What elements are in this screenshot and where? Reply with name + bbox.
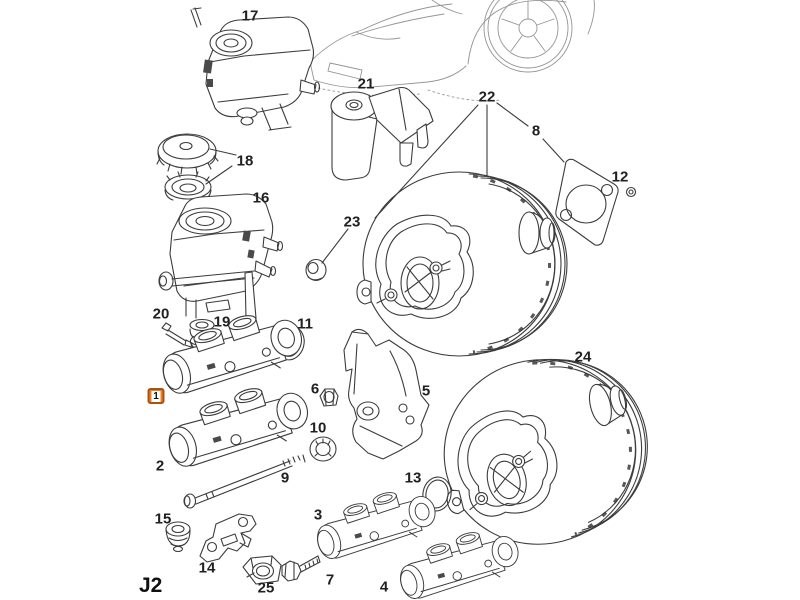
callout-1-selected[interactable]: 1 bbox=[147, 388, 165, 404]
callout-9[interactable]: 9 bbox=[280, 469, 290, 487]
page-code-label: J2 bbox=[139, 574, 163, 597]
part-grommet-23 bbox=[305, 258, 327, 282]
callout-5[interactable]: 5 bbox=[421, 382, 431, 400]
callout-19[interactable]: 19 bbox=[213, 313, 231, 331]
part-fluid-reservoir-16 bbox=[158, 193, 284, 329]
part-mounting-bracket-5 bbox=[343, 328, 430, 460]
part-boot-19 bbox=[189, 318, 216, 353]
callout-14[interactable]: 14 bbox=[198, 559, 216, 577]
part-pin-20 bbox=[161, 322, 197, 349]
part-brake-booster-22 bbox=[355, 170, 569, 358]
callout-16[interactable]: 16 bbox=[252, 189, 270, 207]
part-bracket-21 bbox=[330, 86, 434, 181]
part-gasket-8 bbox=[555, 158, 619, 246]
part-bracket-plate-14 bbox=[199, 513, 257, 563]
callout-22[interactable]: 22 bbox=[478, 88, 496, 106]
part-bolt-9 bbox=[183, 454, 306, 509]
callout-25[interactable]: 25 bbox=[257, 579, 275, 597]
callout-24[interactable]: 24 bbox=[574, 348, 592, 366]
car-front-sketch bbox=[309, 0, 595, 102]
callout-8[interactable]: 8 bbox=[531, 122, 541, 140]
part-master-cylinder-3 bbox=[309, 480, 442, 565]
callout-10[interactable]: 10 bbox=[309, 419, 327, 437]
callout-23[interactable]: 23 bbox=[343, 213, 361, 231]
part-fluid-reservoir-17 bbox=[190, 7, 321, 131]
part-nut-25 bbox=[242, 555, 282, 585]
part-grommet-15 bbox=[165, 521, 191, 553]
callout-7[interactable]: 7 bbox=[325, 571, 335, 589]
part-reservoir-cap-18 bbox=[156, 133, 219, 175]
callout-13[interactable]: 13 bbox=[404, 469, 422, 487]
callout-18[interactable]: 18 bbox=[236, 152, 254, 170]
callout-17[interactable]: 17 bbox=[241, 7, 259, 25]
part-ring-12 bbox=[625, 186, 637, 198]
callout-15[interactable]: 15 bbox=[154, 510, 172, 528]
callout-12[interactable]: 12 bbox=[611, 168, 629, 186]
callout-11[interactable]: 11 bbox=[297, 315, 313, 333]
part-bolt-7 bbox=[281, 555, 321, 582]
part-reservoir-seal-18 bbox=[164, 171, 212, 201]
callout-21[interactable]: 21 bbox=[357, 75, 375, 93]
callout-2[interactable]: 2 bbox=[155, 457, 165, 475]
part-master-cylinder-1 bbox=[153, 301, 309, 400]
part-brake-booster-24 bbox=[417, 335, 669, 568]
callout-4[interactable]: 4 bbox=[379, 578, 389, 596]
part-nut-10 bbox=[309, 436, 337, 462]
callout-3[interactable]: 3 bbox=[313, 506, 323, 524]
callout-6[interactable]: 6 bbox=[310, 380, 320, 398]
callout-leader-lines bbox=[205, 102, 565, 264]
callout-20[interactable]: 20 bbox=[152, 305, 170, 323]
part-nut-6 bbox=[319, 388, 339, 407]
callout-1-label: 1 bbox=[151, 390, 161, 402]
